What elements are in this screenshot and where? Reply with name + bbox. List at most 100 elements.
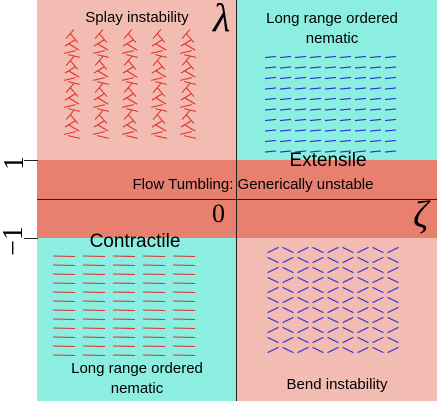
- bend-director: [372, 336, 384, 344]
- nematic-director: [52, 291, 76, 294]
- nematic-director: [279, 97, 292, 101]
- bend-director: [372, 296, 384, 304]
- bend-director: [282, 316, 294, 324]
- splay-director: [184, 81, 196, 85]
- splay-director: [68, 81, 80, 85]
- splay-director: [151, 39, 163, 47]
- nematic-director: [142, 327, 166, 330]
- nematic-director: [52, 282, 76, 285]
- nematic-director: [384, 150, 397, 153]
- splay-director: [185, 33, 195, 43]
- nematic-director: [309, 108, 322, 111]
- bend-director: [297, 306, 309, 314]
- bend-director: [342, 296, 354, 304]
- nematic-director: [369, 118, 382, 122]
- bend-director: [312, 316, 324, 324]
- nematic-director: [112, 309, 136, 312]
- zeta-axis-symbol: ζ: [413, 194, 429, 236]
- bend-director: [312, 346, 324, 354]
- nematic-director: [172, 336, 196, 339]
- splay-director: [93, 77, 105, 81]
- nematic-director: [339, 108, 352, 111]
- nematic-director: [172, 282, 196, 285]
- bend-director: [342, 316, 354, 324]
- bend-director: [357, 346, 369, 354]
- splay-director: [180, 93, 192, 101]
- splay-director: [184, 70, 196, 78]
- bend-director: [387, 286, 399, 294]
- nematic-director: [52, 273, 76, 276]
- bend-director: [387, 256, 399, 264]
- bend-director: [267, 276, 279, 284]
- splay-director: [155, 135, 167, 139]
- bend-director: [372, 256, 384, 264]
- splay-director: [151, 50, 163, 54]
- splay-director: [122, 93, 134, 101]
- splay-director: [122, 50, 134, 54]
- nematic-director: [52, 336, 76, 339]
- splay-director: [69, 60, 79, 70]
- splay-director: [180, 66, 192, 74]
- splay-director-field: [64, 29, 196, 139]
- bend-director: [282, 246, 294, 254]
- nematic-director: [142, 309, 166, 312]
- nematic-director: [264, 108, 277, 111]
- bend-director: [387, 336, 399, 344]
- nematic-director: [82, 300, 106, 303]
- tick-mark-lower: [24, 238, 38, 239]
- nematic-director: [52, 354, 76, 357]
- nematic-director: [294, 129, 307, 132]
- nematic-director: [82, 318, 106, 321]
- nematic-director: [384, 129, 397, 132]
- splay-director: [69, 33, 79, 43]
- bend-director: [327, 246, 339, 254]
- splay-director: [97, 135, 109, 139]
- splay-director: [122, 131, 134, 135]
- bend-director: [372, 316, 384, 324]
- splay-director: [69, 114, 79, 124]
- nematic-director: [354, 55, 367, 59]
- bend-director: [372, 346, 384, 354]
- splay-director: [184, 108, 196, 112]
- nematic-director: [264, 118, 277, 122]
- nematic-director: [369, 108, 382, 111]
- splay-director: [64, 104, 76, 108]
- nematic-director: [142, 345, 166, 348]
- splay-director: [68, 54, 80, 58]
- splay-director: [98, 114, 108, 124]
- bend-director: [267, 316, 279, 324]
- bend-director: [342, 256, 354, 264]
- splay-director: [97, 43, 109, 51]
- bend-director: [267, 286, 279, 294]
- nematic-director: [324, 118, 337, 122]
- bend-director: [327, 326, 339, 334]
- nematic-director: [142, 354, 166, 357]
- bend-director: [282, 326, 294, 334]
- lambda-axis-symbol: λ: [213, 0, 231, 40]
- splay-instability-label: Splay instability: [85, 9, 189, 26]
- nematic-director: [294, 108, 307, 111]
- bend-director: [297, 326, 309, 334]
- bend-director: [327, 266, 339, 274]
- bend-director: [282, 296, 294, 304]
- bend-director: [372, 306, 384, 314]
- splay-director: [122, 104, 134, 108]
- quadrant-top-right: [237, 0, 437, 160]
- splay-director: [180, 104, 192, 108]
- bend-director: [267, 266, 279, 274]
- splay-director: [155, 43, 167, 51]
- nematic-director: [52, 309, 76, 312]
- nematic-director: [309, 97, 322, 101]
- nematic-director: [264, 55, 277, 59]
- nematic-director: [52, 255, 76, 258]
- bend-director: [297, 246, 309, 254]
- nematic-director: [354, 76, 367, 80]
- bend-director: [387, 326, 399, 334]
- nematic-director: [112, 273, 136, 276]
- nematic-director: [309, 129, 322, 132]
- nematic-director: [264, 66, 277, 69]
- bend-director: [297, 316, 309, 324]
- extensile-label: Extensile: [289, 150, 367, 171]
- nematic-director: [339, 97, 352, 101]
- nematic-director: [172, 345, 196, 348]
